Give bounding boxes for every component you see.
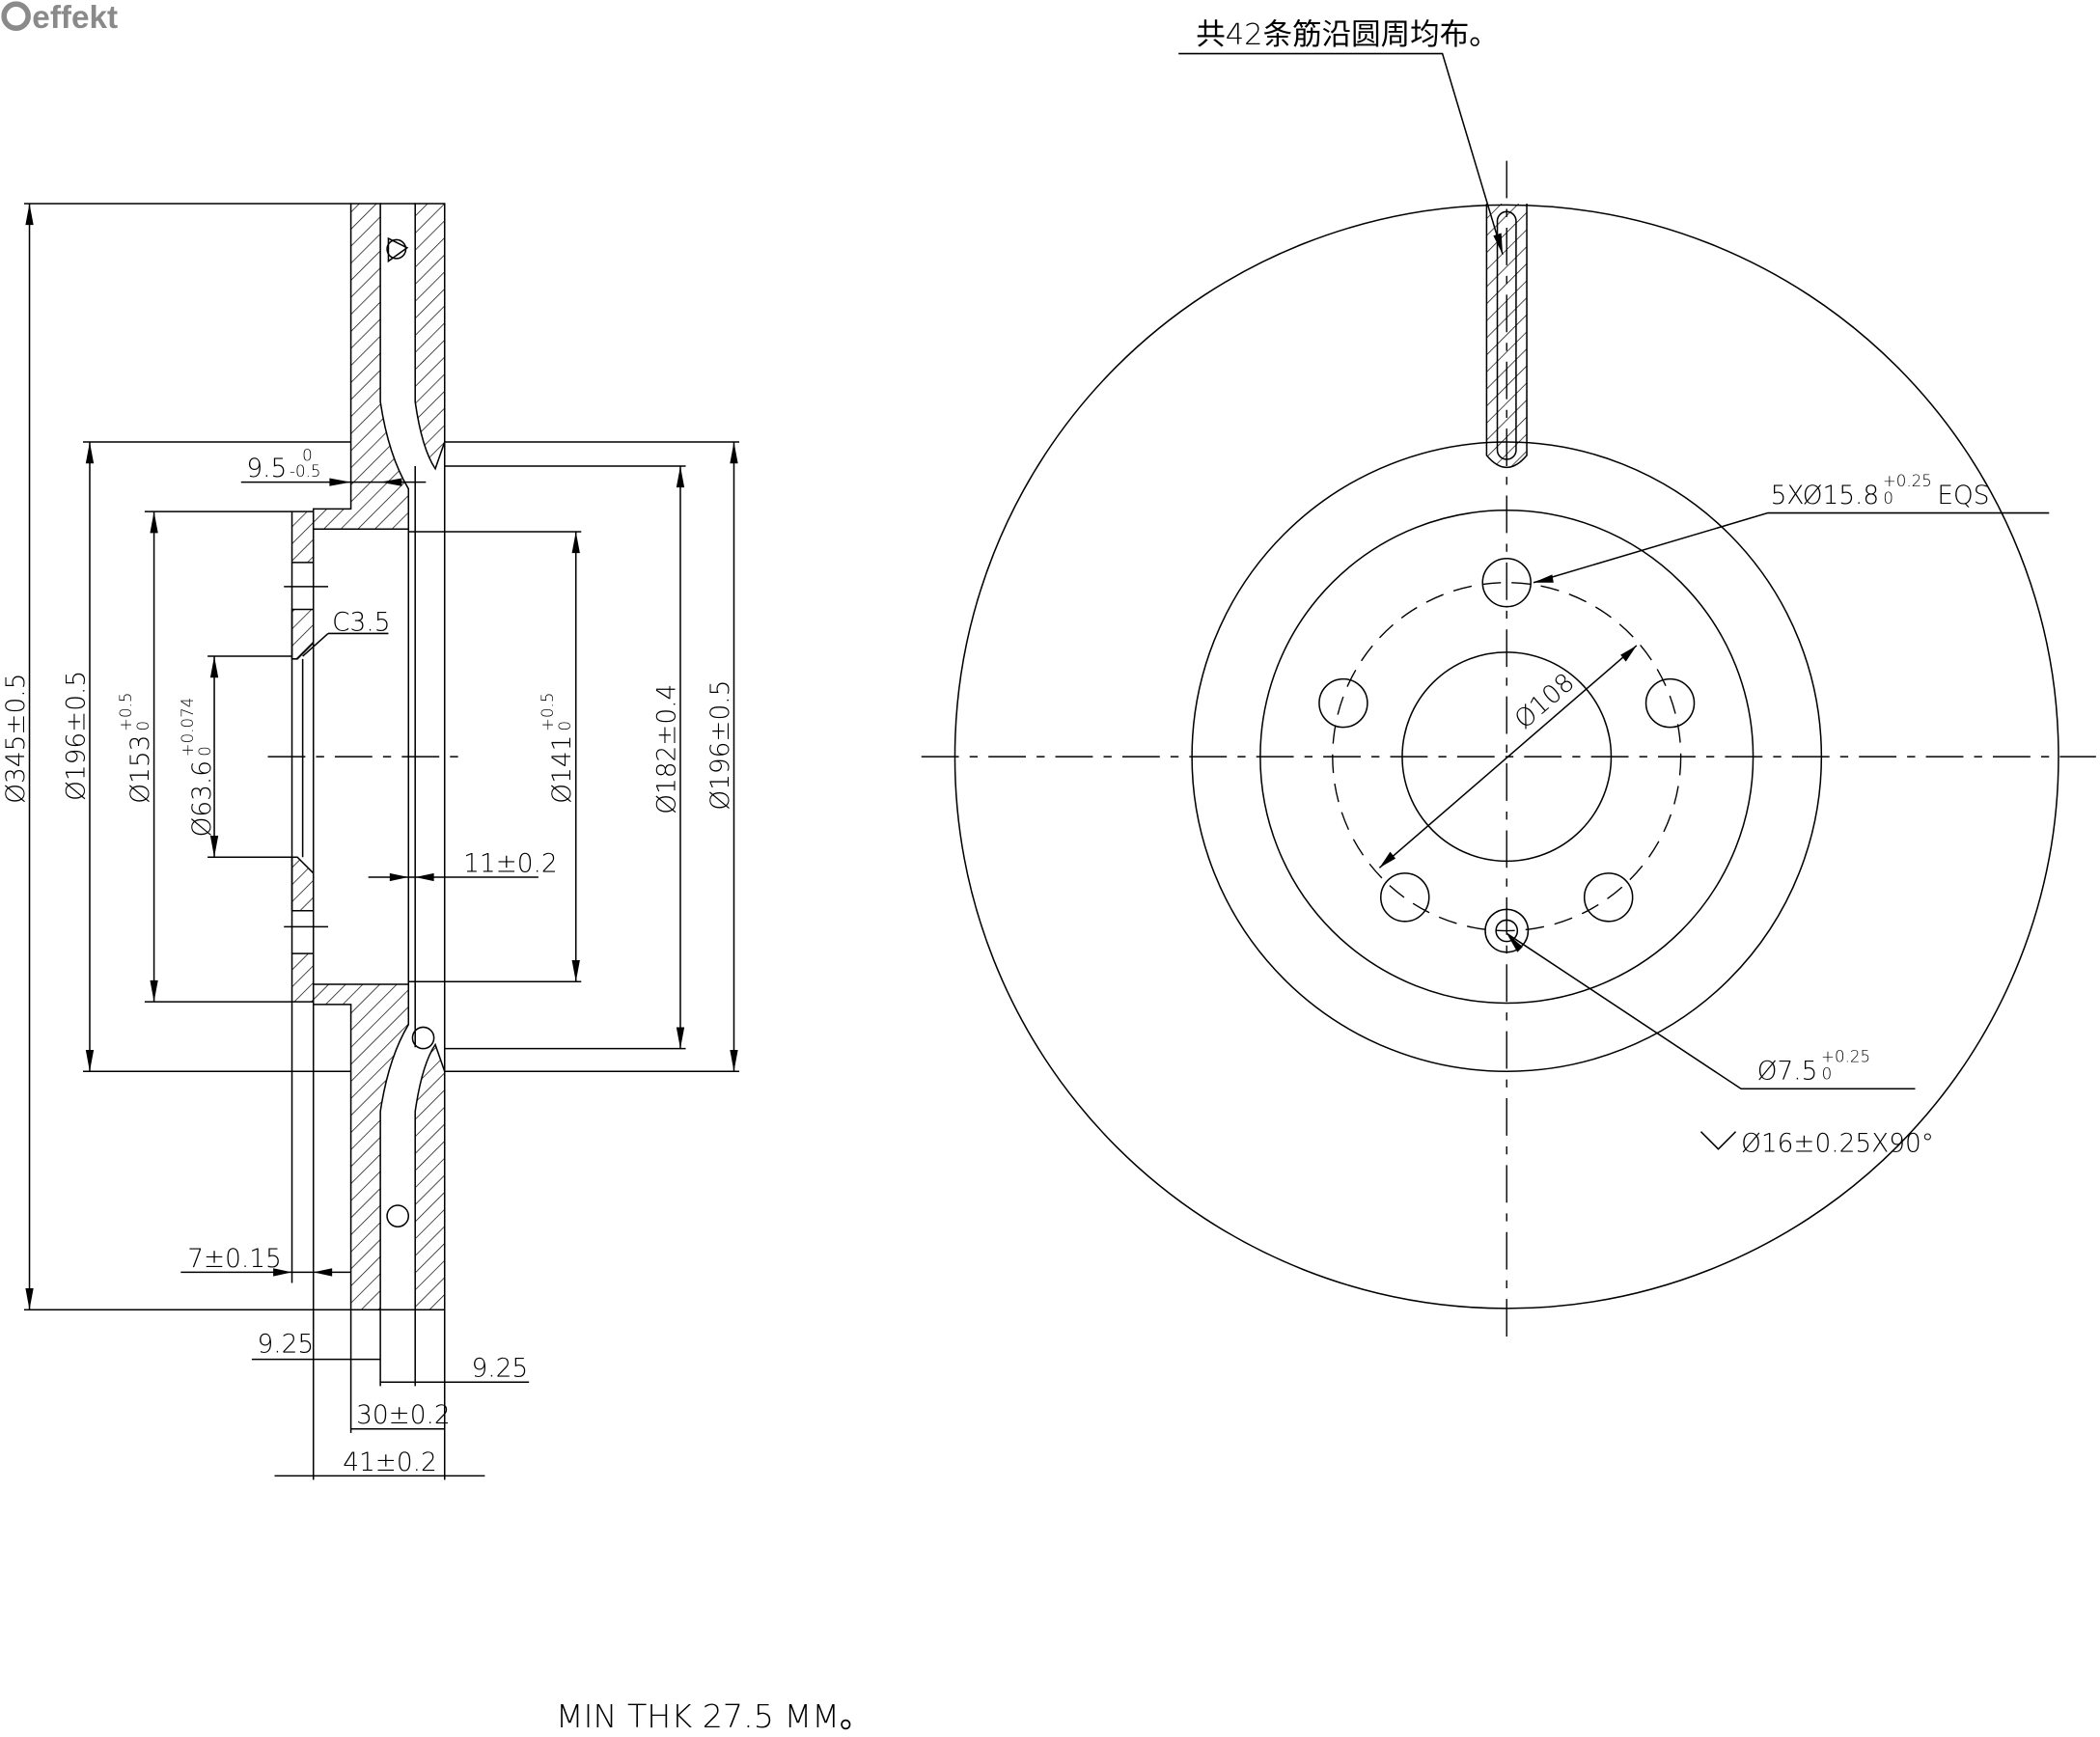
vane-rib [1485, 203, 1528, 469]
dim-countersink: Ø16±0.25X90° [1741, 1130, 1934, 1159]
dim-d141-value: Ø141 [548, 735, 577, 804]
dim-d63-value: Ø63.6 [188, 760, 217, 837]
effekt-logo: effekt [1, 0, 118, 36]
dim-lines [23, 203, 740, 1480]
dim-d63: Ø63.6 0+0.074 [179, 698, 217, 838]
centre-bore [1401, 651, 1613, 863]
countersink-icon [1699, 1131, 1737, 1150]
dim-overall: 41±0.2 [343, 1448, 437, 1477]
tol-low: 0 [196, 746, 214, 757]
dim-d196-left: Ø196±0.5 [62, 671, 91, 801]
tol-up: +0.074 [179, 698, 197, 758]
dim-d141: Ø141 0+0.5 [539, 693, 577, 804]
dim-hub-thk: 7±0.15 [187, 1245, 282, 1274]
tol-up: +0.5 [539, 693, 557, 731]
hat-wall-low [290, 856, 315, 912]
bolt-circle [1332, 582, 1682, 932]
dim-chamfer: C3.5 [332, 609, 390, 638]
inboard-plate-bottom [414, 1042, 446, 1311]
tol-low: 0 [556, 721, 574, 731]
outboard-plate [312, 203, 410, 530]
tol-low: 0 [134, 721, 152, 731]
dim-vane-gap: 11±0.2 [463, 849, 558, 878]
tol-low: -0.5 [290, 462, 320, 481]
outboard-plate-bottom [312, 983, 410, 1311]
section-view: Ø345±0.5 Ø196±0.5 Ø1530+0.5 Ø63.60+0.074… [2, 203, 740, 1480]
tol-low: 0 [1883, 489, 1893, 508]
locating-hole [1484, 908, 1530, 953]
dim-hat-depth-value: 9.5 [246, 455, 287, 483]
tol-up: 0 [302, 446, 313, 464]
logo-text: effekt [32, 0, 118, 36]
tol-up: +0.25 [1821, 1048, 1870, 1066]
dim-total-thk: 30±0.2 [356, 1401, 451, 1430]
dim-hat-depth: 9.5-0.50 [246, 446, 320, 483]
tol-up: +0.25 [1883, 472, 1932, 490]
dim-plate-left: 9.25 [257, 1331, 314, 1360]
hat-wall-bot [290, 952, 315, 1003]
hat-wall-top [290, 510, 315, 564]
dim-d153: Ø153 0+0.5 [117, 693, 155, 804]
tol-up: +0.5 [117, 693, 135, 731]
dim-d153-value: Ø153 [126, 735, 155, 804]
bolt-holes [1318, 557, 1696, 923]
min-thickness-note: MIN THK 27.5 MM。 [556, 1697, 871, 1735]
hat-wall-mid [290, 608, 315, 660]
dim-bolt-holes-value: 5XØ15.8 [1771, 482, 1880, 510]
hat-edge [1259, 510, 1755, 1005]
dim-d345: Ø345±0.5 [2, 674, 31, 804]
dim-small-hole-value: Ø7.5 [1757, 1058, 1818, 1087]
inboard-plate-top [414, 203, 446, 471]
dim-eqs: EQS [1937, 482, 1989, 510]
face-view [921, 52, 2096, 1346]
dim-plate-right: 9.25 [471, 1355, 528, 1384]
rib-count-note: 共42条筋沿圆周均布。 [1196, 18, 1498, 52]
dim-d182: Ø182±0.4 [652, 684, 681, 814]
dim-d196-right: Ø196±0.5 [706, 680, 735, 811]
tol-low: 0 [1822, 1065, 1833, 1084]
